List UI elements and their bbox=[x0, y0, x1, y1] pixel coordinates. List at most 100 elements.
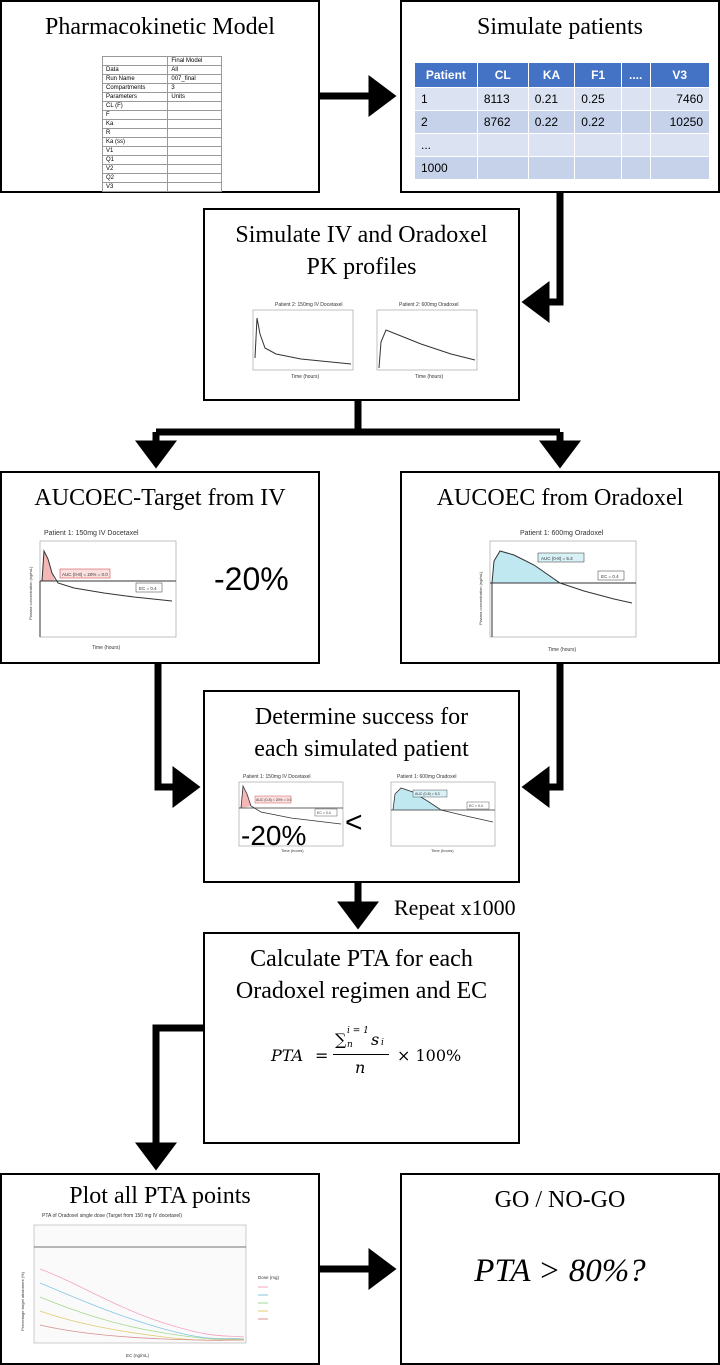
patients-table: Patient CL KA F1 .... V3 1 8113 0.21 0.2… bbox=[414, 62, 710, 180]
pk-model-title: Pharmacokinetic Model bbox=[45, 14, 275, 40]
profiles-title-1: Simulate IV and Oradoxel bbox=[235, 222, 488, 248]
determine-title-2: each simulated patient bbox=[254, 736, 469, 762]
iv-x-axis-label: Time (hours) bbox=[291, 374, 319, 380]
formula-tail: × 100% bbox=[397, 1046, 462, 1065]
auc-oral-y-label: Plasma concentration (ng/mL) bbox=[478, 571, 483, 625]
formula-equals: = bbox=[315, 1046, 329, 1065]
formula-fraction-bar bbox=[333, 1054, 389, 1055]
table-row: 1000 bbox=[414, 156, 710, 180]
det-oral-auc-label: AUC (0-8) = 5.3 bbox=[415, 792, 440, 796]
calculate-pta-box: Calculate PTA for each Oradoxel regimen … bbox=[203, 932, 520, 1144]
cell bbox=[620, 87, 651, 111]
auc-iv-box: AUCOEC-Target from IV Patient 1: 150mg I… bbox=[0, 471, 320, 664]
formula-denominator: n bbox=[355, 1058, 366, 1077]
pta-series-5 bbox=[39, 1324, 245, 1341]
formula-sum-sub: n bbox=[347, 1040, 353, 1050]
pta-title-1: Calculate PTA for each bbox=[250, 946, 473, 972]
col-header: V3 bbox=[649, 62, 710, 88]
plot-pta-box: Plot all PTA points PTA of Oradoxel sing… bbox=[0, 1173, 320, 1365]
go-nogo-question: PTA > 80%? bbox=[474, 1253, 646, 1289]
oral-profile-curve bbox=[378, 329, 476, 369]
repeat-label: Repeat x1000 bbox=[394, 895, 516, 920]
minus-20-percent-iv: -20% bbox=[214, 561, 289, 597]
simulate-patients-box: Simulate patients Patient CL KA F1 .... … bbox=[400, 0, 720, 193]
auc-iv-plot: Patient 1: 150mg IV Docetaxel Plasma con… bbox=[28, 530, 177, 651]
param-name: V3 bbox=[101, 182, 169, 192]
oral-profile-title: Patient 2: 600mg Oradoxel bbox=[399, 302, 458, 308]
minus-20-percent-det: -20% bbox=[241, 820, 307, 851]
pta-series-2 bbox=[39, 1282, 245, 1340]
auc-iv-ec-label: EC = 0.4 bbox=[139, 586, 157, 591]
cell: 0.22 bbox=[574, 110, 622, 134]
cell: 0.21 bbox=[527, 87, 576, 111]
determine-title-1: Determine success for bbox=[254, 704, 469, 730]
determine-success-box: Determine success for each simulated pat… bbox=[203, 690, 520, 883]
det-iv-curve bbox=[240, 784, 342, 825]
det-oral-x-label: Time (hours) bbox=[431, 848, 454, 853]
cell: 0.22 bbox=[527, 110, 576, 134]
auc-oral-x-label: Time (hours) bbox=[548, 647, 576, 653]
auc-iv-x-label: Time (hours) bbox=[92, 645, 120, 651]
iv-profile-curve bbox=[254, 317, 352, 365]
auc-iv-curve bbox=[41, 549, 173, 602]
go-nogo-box: GO / NO-GO PTA > 80%? bbox=[400, 1173, 720, 1365]
cell: 8762 bbox=[476, 110, 529, 134]
pta-series-1 bbox=[39, 1268, 245, 1338]
auc-oral-auc-label: AUC (0-8) = 5.3 bbox=[541, 556, 573, 561]
col-header: .... bbox=[620, 62, 651, 88]
go-nogo-title: GO / NO-GO bbox=[494, 1187, 626, 1213]
arrow-iv-to-determine bbox=[154, 664, 201, 808]
auc-oral-plot: Patient 1: 600mg Oradoxel Plasma concent… bbox=[478, 530, 637, 653]
formula-sum-sup: i = 1 bbox=[347, 1026, 369, 1036]
arrow-pta-to-plot bbox=[135, 1024, 203, 1171]
formula-sum: ∑ bbox=[335, 1030, 347, 1049]
det-oral-plot-title: Patient 1: 600mg Oradoxel bbox=[397, 774, 456, 780]
profile-plots: Patient 2: 150mg IV Docetaxel Time (hour… bbox=[252, 302, 478, 380]
cell: 1000 bbox=[414, 156, 478, 180]
auc-oral-title: AUCOEC from Oradoxel bbox=[436, 485, 684, 511]
determine-plots: Patient 1: 150mg IV Docetaxel AUC (0-8) … bbox=[238, 774, 496, 853]
col-header: F1 bbox=[574, 62, 622, 88]
auc-oral-shaded-area bbox=[492, 551, 560, 583]
formula-lhs: PTA bbox=[271, 1046, 304, 1065]
det-iv-auc-label: AUC (0-8) = 20% = 0.0 bbox=[256, 798, 292, 802]
auc-iv-auc-label: AUC (0-8) = 20% = 0.0 bbox=[62, 572, 108, 577]
cell: 1 bbox=[414, 87, 478, 111]
plot-pta-title: Plot all PTA points bbox=[69, 1183, 251, 1209]
cell: 2 bbox=[414, 110, 478, 134]
cell: 10250 bbox=[649, 110, 710, 134]
det-iv-x-label: Time (hours) bbox=[281, 848, 304, 853]
profiles-title-2: PK profiles bbox=[306, 254, 417, 280]
det-iv-ec-label: EC = 0.4 bbox=[317, 811, 331, 815]
auc-oral-curve bbox=[491, 550, 633, 604]
auc-oral-plot-title: Patient 1: 600mg Oradoxel bbox=[520, 530, 604, 537]
pta-formula: PTA = ∑ i = 1 n s i n × 100% bbox=[271, 1026, 471, 1086]
pta-y-label: Percentage target attainment (%) bbox=[20, 1271, 25, 1331]
formula-s: s bbox=[371, 1030, 380, 1049]
table-row: 2 8762 0.22 0.22 10250 bbox=[414, 110, 710, 134]
table-row: 1 8113 0.21 0.25 7460 bbox=[414, 87, 710, 111]
det-oral-ec-label: EC = 0.4 bbox=[469, 804, 483, 808]
det-iv-plot-title: Patient 1: 150mg IV Docetaxel bbox=[243, 774, 311, 780]
pta-series-3 bbox=[39, 1296, 245, 1340]
col-header: CL bbox=[476, 62, 529, 88]
pta-legend-title: Dose (mg) bbox=[258, 1275, 280, 1280]
pta-curves-plot: PTA of Oradoxel single dose (Target from… bbox=[20, 1213, 280, 1358]
iv-profile-title: Patient 2: 150mg IV Docetaxel bbox=[275, 302, 343, 308]
auc-oral-box: AUCOEC from Oradoxel Patient 1: 600mg Or… bbox=[400, 471, 720, 664]
cell: 0.25 bbox=[574, 87, 622, 111]
auc-iv-y-label: Plasma concentration (ng/mL) bbox=[28, 566, 33, 620]
col-header: KA bbox=[527, 62, 576, 88]
formula-s-sub: i bbox=[381, 1038, 384, 1048]
auc-oral-ec-label: EC = 0.4 bbox=[601, 574, 619, 579]
arrow-oral-to-determine bbox=[521, 664, 564, 808]
arrow-simulate-to-profiles bbox=[521, 193, 564, 323]
cell: 7460 bbox=[649, 87, 710, 111]
pta-title-2: Oradoxel regimen and EC bbox=[235, 978, 488, 1004]
simulate-title: Simulate patients bbox=[477, 14, 643, 40]
auc-iv-plot-title: Patient 1: 150mg IV Docetaxel bbox=[44, 530, 139, 537]
pta-plot-title: PTA of Oradoxel single dose (Target from… bbox=[42, 1213, 182, 1219]
auc-iv-title: AUCOEC-Target from IV bbox=[34, 485, 286, 511]
